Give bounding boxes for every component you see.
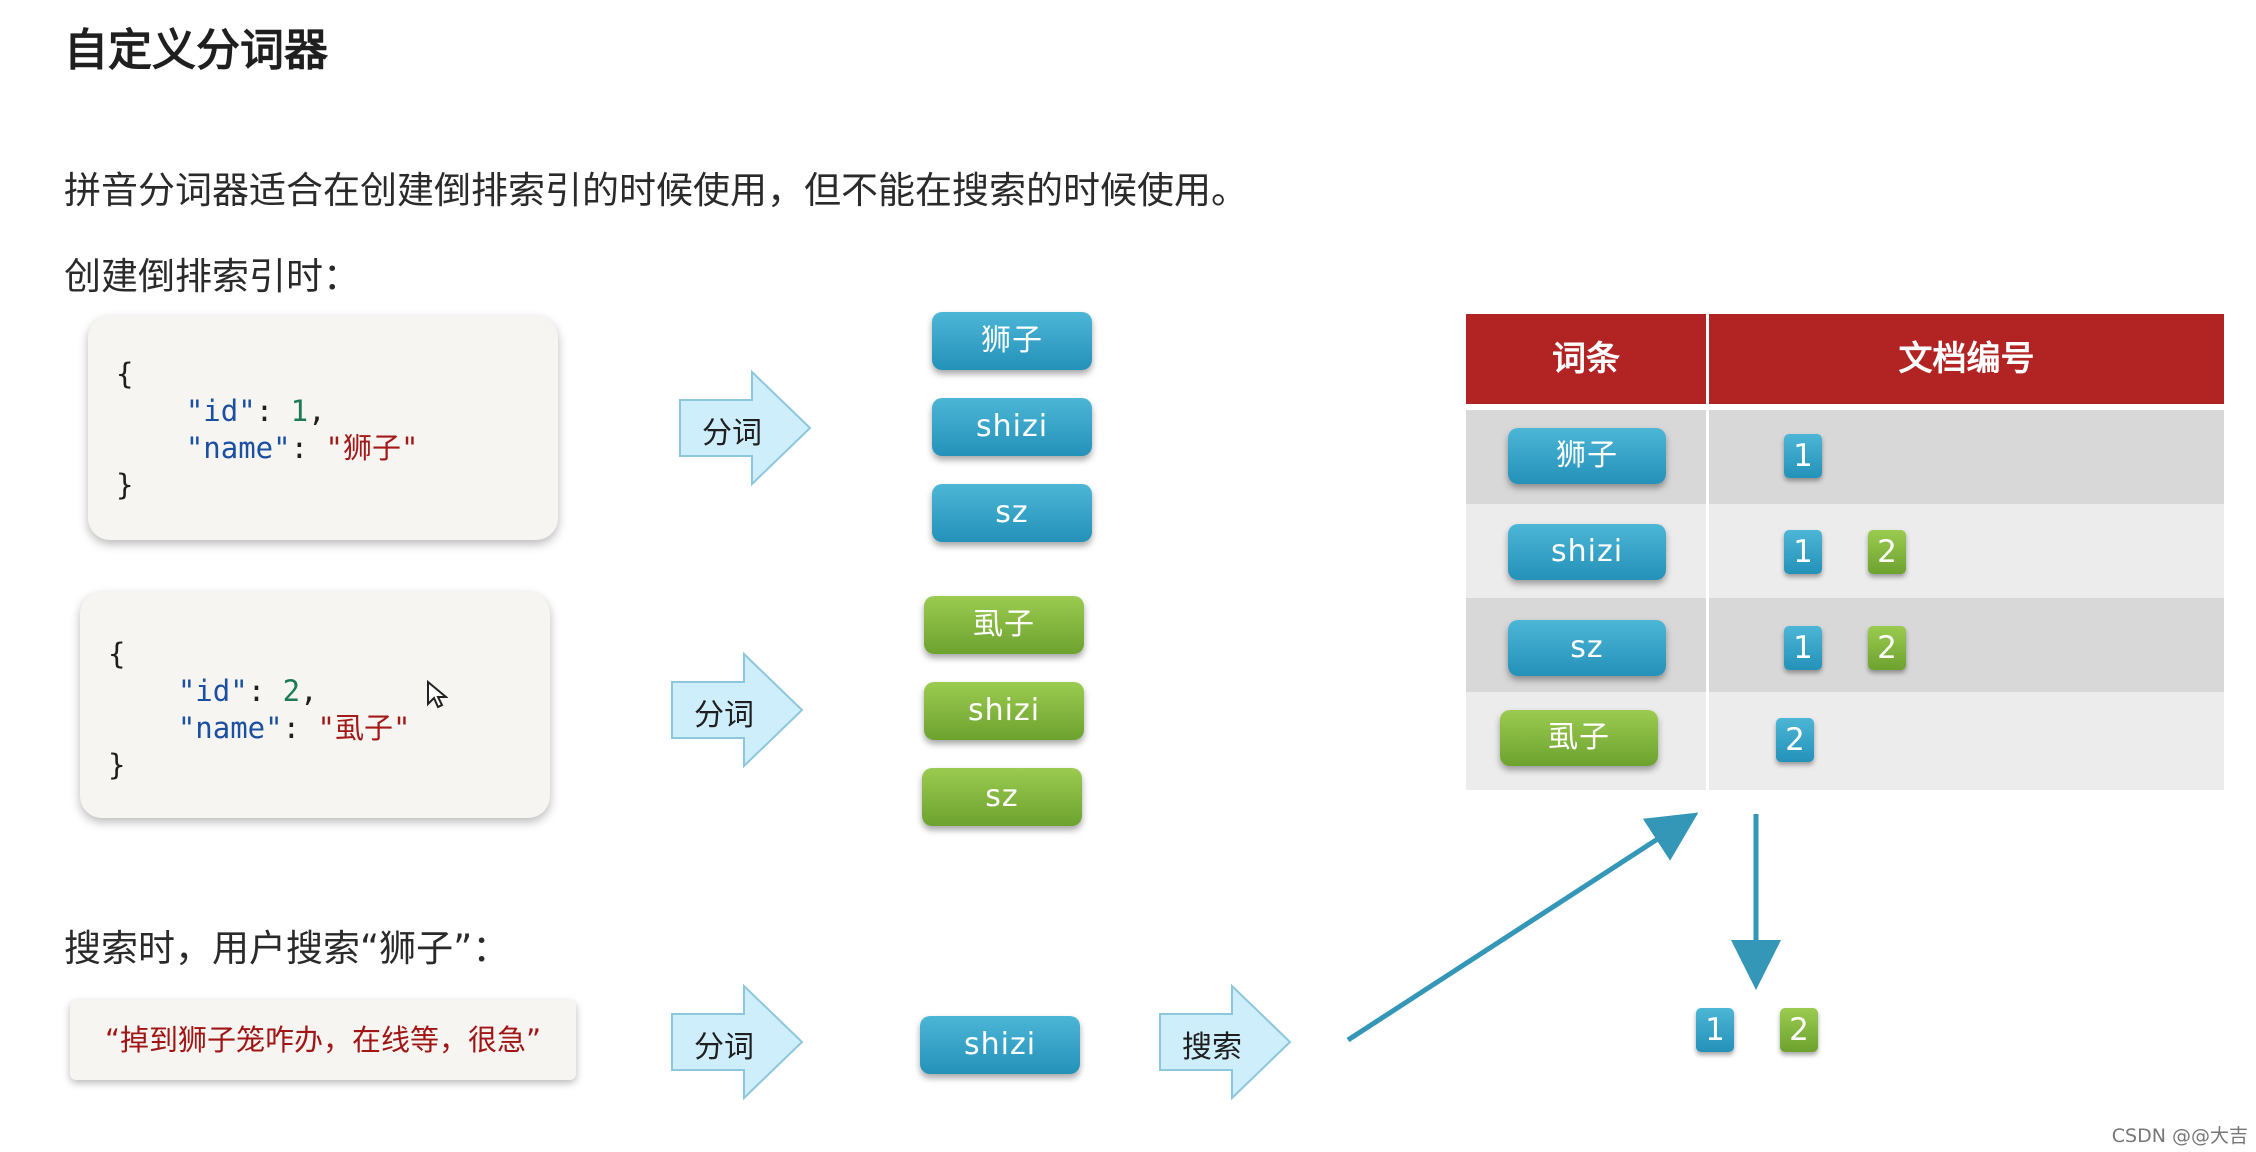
doc-id-badge: 2 bbox=[1868, 626, 1906, 670]
lookup-arrow bbox=[1346, 812, 1699, 1043]
token-chip: sz bbox=[932, 484, 1092, 542]
doc-id-badge: 2 bbox=[1868, 530, 1906, 574]
table-header-term: 词条 bbox=[1466, 314, 1706, 404]
term-chip: shizi bbox=[1508, 524, 1666, 580]
token-chip: 虱子 bbox=[924, 596, 1084, 654]
query-token-chip: shizi bbox=[920, 1016, 1080, 1074]
document-card-2: { "id": 2, "name": "虱子" } bbox=[80, 592, 550, 818]
term-chip: 狮子 bbox=[1508, 428, 1666, 484]
doc-id-badge: 2 bbox=[1776, 718, 1814, 762]
document-card-1: { "id": 1, "name": "狮子" } bbox=[88, 316, 558, 540]
doc-id-badge: 1 bbox=[1784, 530, 1822, 574]
term-chip: sz bbox=[1508, 620, 1666, 676]
result-doc-badge: 2 bbox=[1780, 1008, 1818, 1052]
search-label: 搜索时，用户搜索“狮子”： bbox=[64, 927, 510, 970]
tokenize-arrow-2: 分词 bbox=[670, 652, 810, 768]
inverted-index-table: 词条 文档编号 狮子 1 shizi 1 2 sz 1 2 虱子 2 bbox=[1466, 314, 2224, 790]
tokenize-arrow-1: 分词 bbox=[678, 370, 818, 486]
intro-text: 拼音分词器适合在创建倒排索引的时候使用，但不能在搜索的时候使用。 bbox=[64, 169, 1248, 212]
token-chip: shizi bbox=[924, 682, 1084, 740]
json-code-2: { "id": 2, "name": "虱子" } bbox=[108, 637, 411, 782]
tokenize-arrow-3: 分词 bbox=[670, 984, 810, 1100]
doc-id-badge: 1 bbox=[1784, 434, 1822, 478]
search-arrow: 搜索 bbox=[1158, 984, 1298, 1100]
page-title: 自定义分词器 bbox=[64, 25, 328, 76]
token-chip: sz bbox=[922, 768, 1082, 826]
tokenize-arrow-1-label: 分词 bbox=[702, 416, 762, 451]
tokenize-arrow-3-label: 分词 bbox=[694, 1030, 754, 1065]
search-query-box: “掉到狮子笼咋办，在线等，很急” bbox=[70, 1000, 576, 1080]
result-doc-badge: 1 bbox=[1696, 1008, 1734, 1052]
token-chip: shizi bbox=[932, 398, 1092, 456]
table-header-docs: 文档编号 bbox=[1709, 314, 2224, 404]
tokenize-arrow-2-label: 分词 bbox=[694, 698, 754, 733]
index-label: 创建倒排索引时： bbox=[64, 255, 360, 298]
watermark: CSDN @@大吉 bbox=[2111, 1125, 2248, 1147]
json-code-1: { "id": 1, "name": "狮子" } bbox=[116, 357, 419, 502]
mouse-cursor-icon bbox=[427, 680, 448, 709]
search-arrow-label: 搜索 bbox=[1182, 1030, 1242, 1065]
doc-id-badge: 1 bbox=[1784, 626, 1822, 670]
term-chip: 虱子 bbox=[1500, 710, 1658, 766]
search-query-text: “掉到狮子笼咋办，在线等，很急” bbox=[104, 1023, 542, 1057]
token-chip: 狮子 bbox=[932, 312, 1092, 370]
